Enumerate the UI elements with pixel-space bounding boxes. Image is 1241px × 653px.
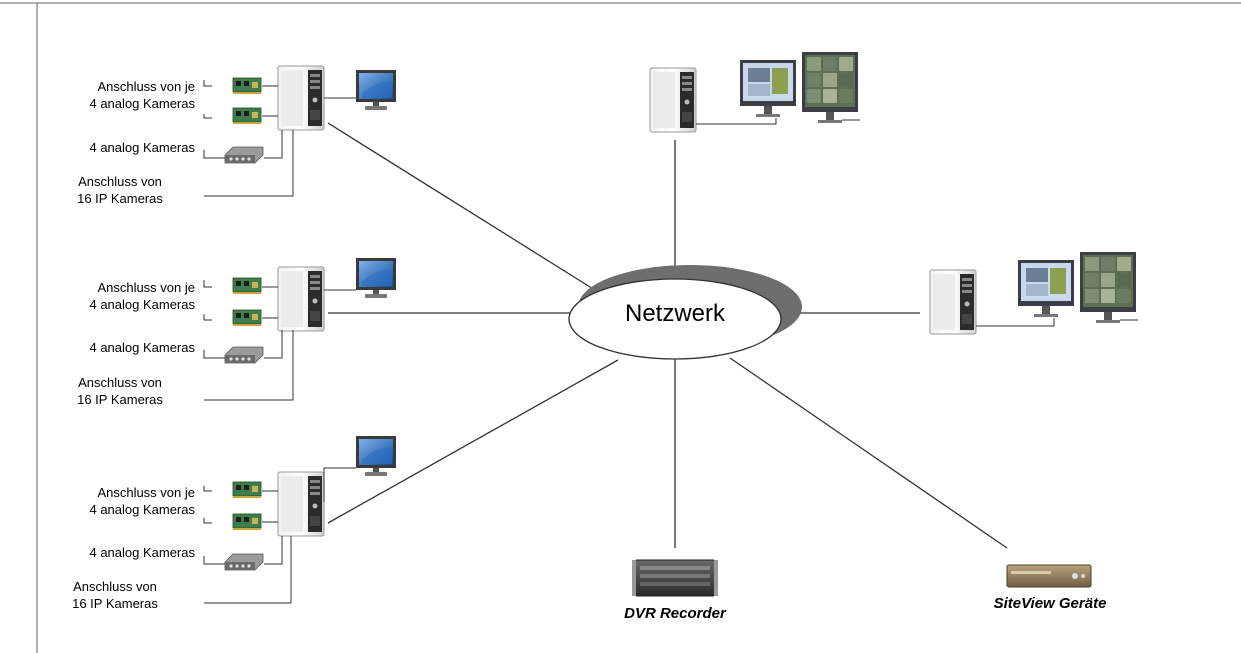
capture-card-icon: [232, 77, 262, 95]
card-label-line2: 4 analog Kameras: [89, 96, 195, 111]
server-tower-icon: [649, 67, 697, 133]
dvr-recorder-device: [632, 559, 718, 597]
server-tower-icon: [277, 266, 325, 332]
network-links: [327, 122, 1008, 549]
ip-camera-label-line2: 16 IP Kameras: [77, 392, 163, 407]
workstation-top: [649, 52, 860, 133]
network-label: Netzwerk: [624, 300, 726, 327]
card-label-line1: Anschluss von je: [97, 79, 195, 94]
dual-monitor-icon: [740, 52, 858, 123]
card-label-line1: Anschluss von je: [97, 485, 195, 500]
network-ellipse: [568, 278, 782, 360]
capture-card-icon: [232, 277, 262, 295]
card-label-line2: 4 analog Kameras: [89, 502, 195, 517]
dual-monitor-icon: [1018, 252, 1136, 323]
camera-cluster-2: [203, 258, 396, 401]
video-encoder-icon: [224, 146, 264, 164]
workstation-right: [929, 252, 1138, 335]
link-siteview: [729, 357, 1008, 549]
card-label-line2: 4 analog Kameras: [89, 297, 195, 312]
link-cluster-3: [327, 359, 619, 524]
dvr-recorder-label: DVR Recorder: [624, 605, 726, 622]
server-tower-icon: [929, 269, 977, 335]
ip-camera-label-line2: 16 IP Kameras: [77, 191, 163, 206]
encoder-label: 4 analog Kameras: [89, 340, 195, 355]
server-tower-icon: [277, 65, 325, 131]
encoder-label: 4 analog Kameras: [89, 140, 195, 155]
camera-cluster-1: [203, 65, 396, 197]
ip-camera-label-line1: Anschluss von: [78, 375, 162, 390]
siteview-device: [1006, 564, 1092, 588]
encoder-label: 4 analog Kameras: [89, 545, 195, 560]
capture-card-icon: [232, 481, 262, 499]
video-encoder-icon: [224, 553, 264, 571]
server-tower-icon: [277, 471, 325, 537]
capture-card-icon: [232, 309, 262, 327]
monitor-icon: [356, 258, 396, 298]
camera-cluster-3: [203, 436, 396, 604]
card-label-line1: Anschluss von je: [97, 280, 195, 295]
video-encoder-icon: [224, 346, 264, 364]
capture-card-icon: [232, 107, 262, 125]
siteview-label: SiteView Geräte: [993, 595, 1107, 612]
monitor-icon: [356, 70, 396, 110]
ip-camera-label-line1: Anschluss von: [78, 174, 162, 189]
capture-card-icon: [232, 513, 262, 531]
ip-camera-label-line2: 16 IP Kameras: [72, 596, 158, 611]
ip-camera-label-line1: Anschluss von: [73, 579, 157, 594]
link-cluster-1: [327, 122, 599, 293]
monitor-icon: [356, 436, 396, 476]
